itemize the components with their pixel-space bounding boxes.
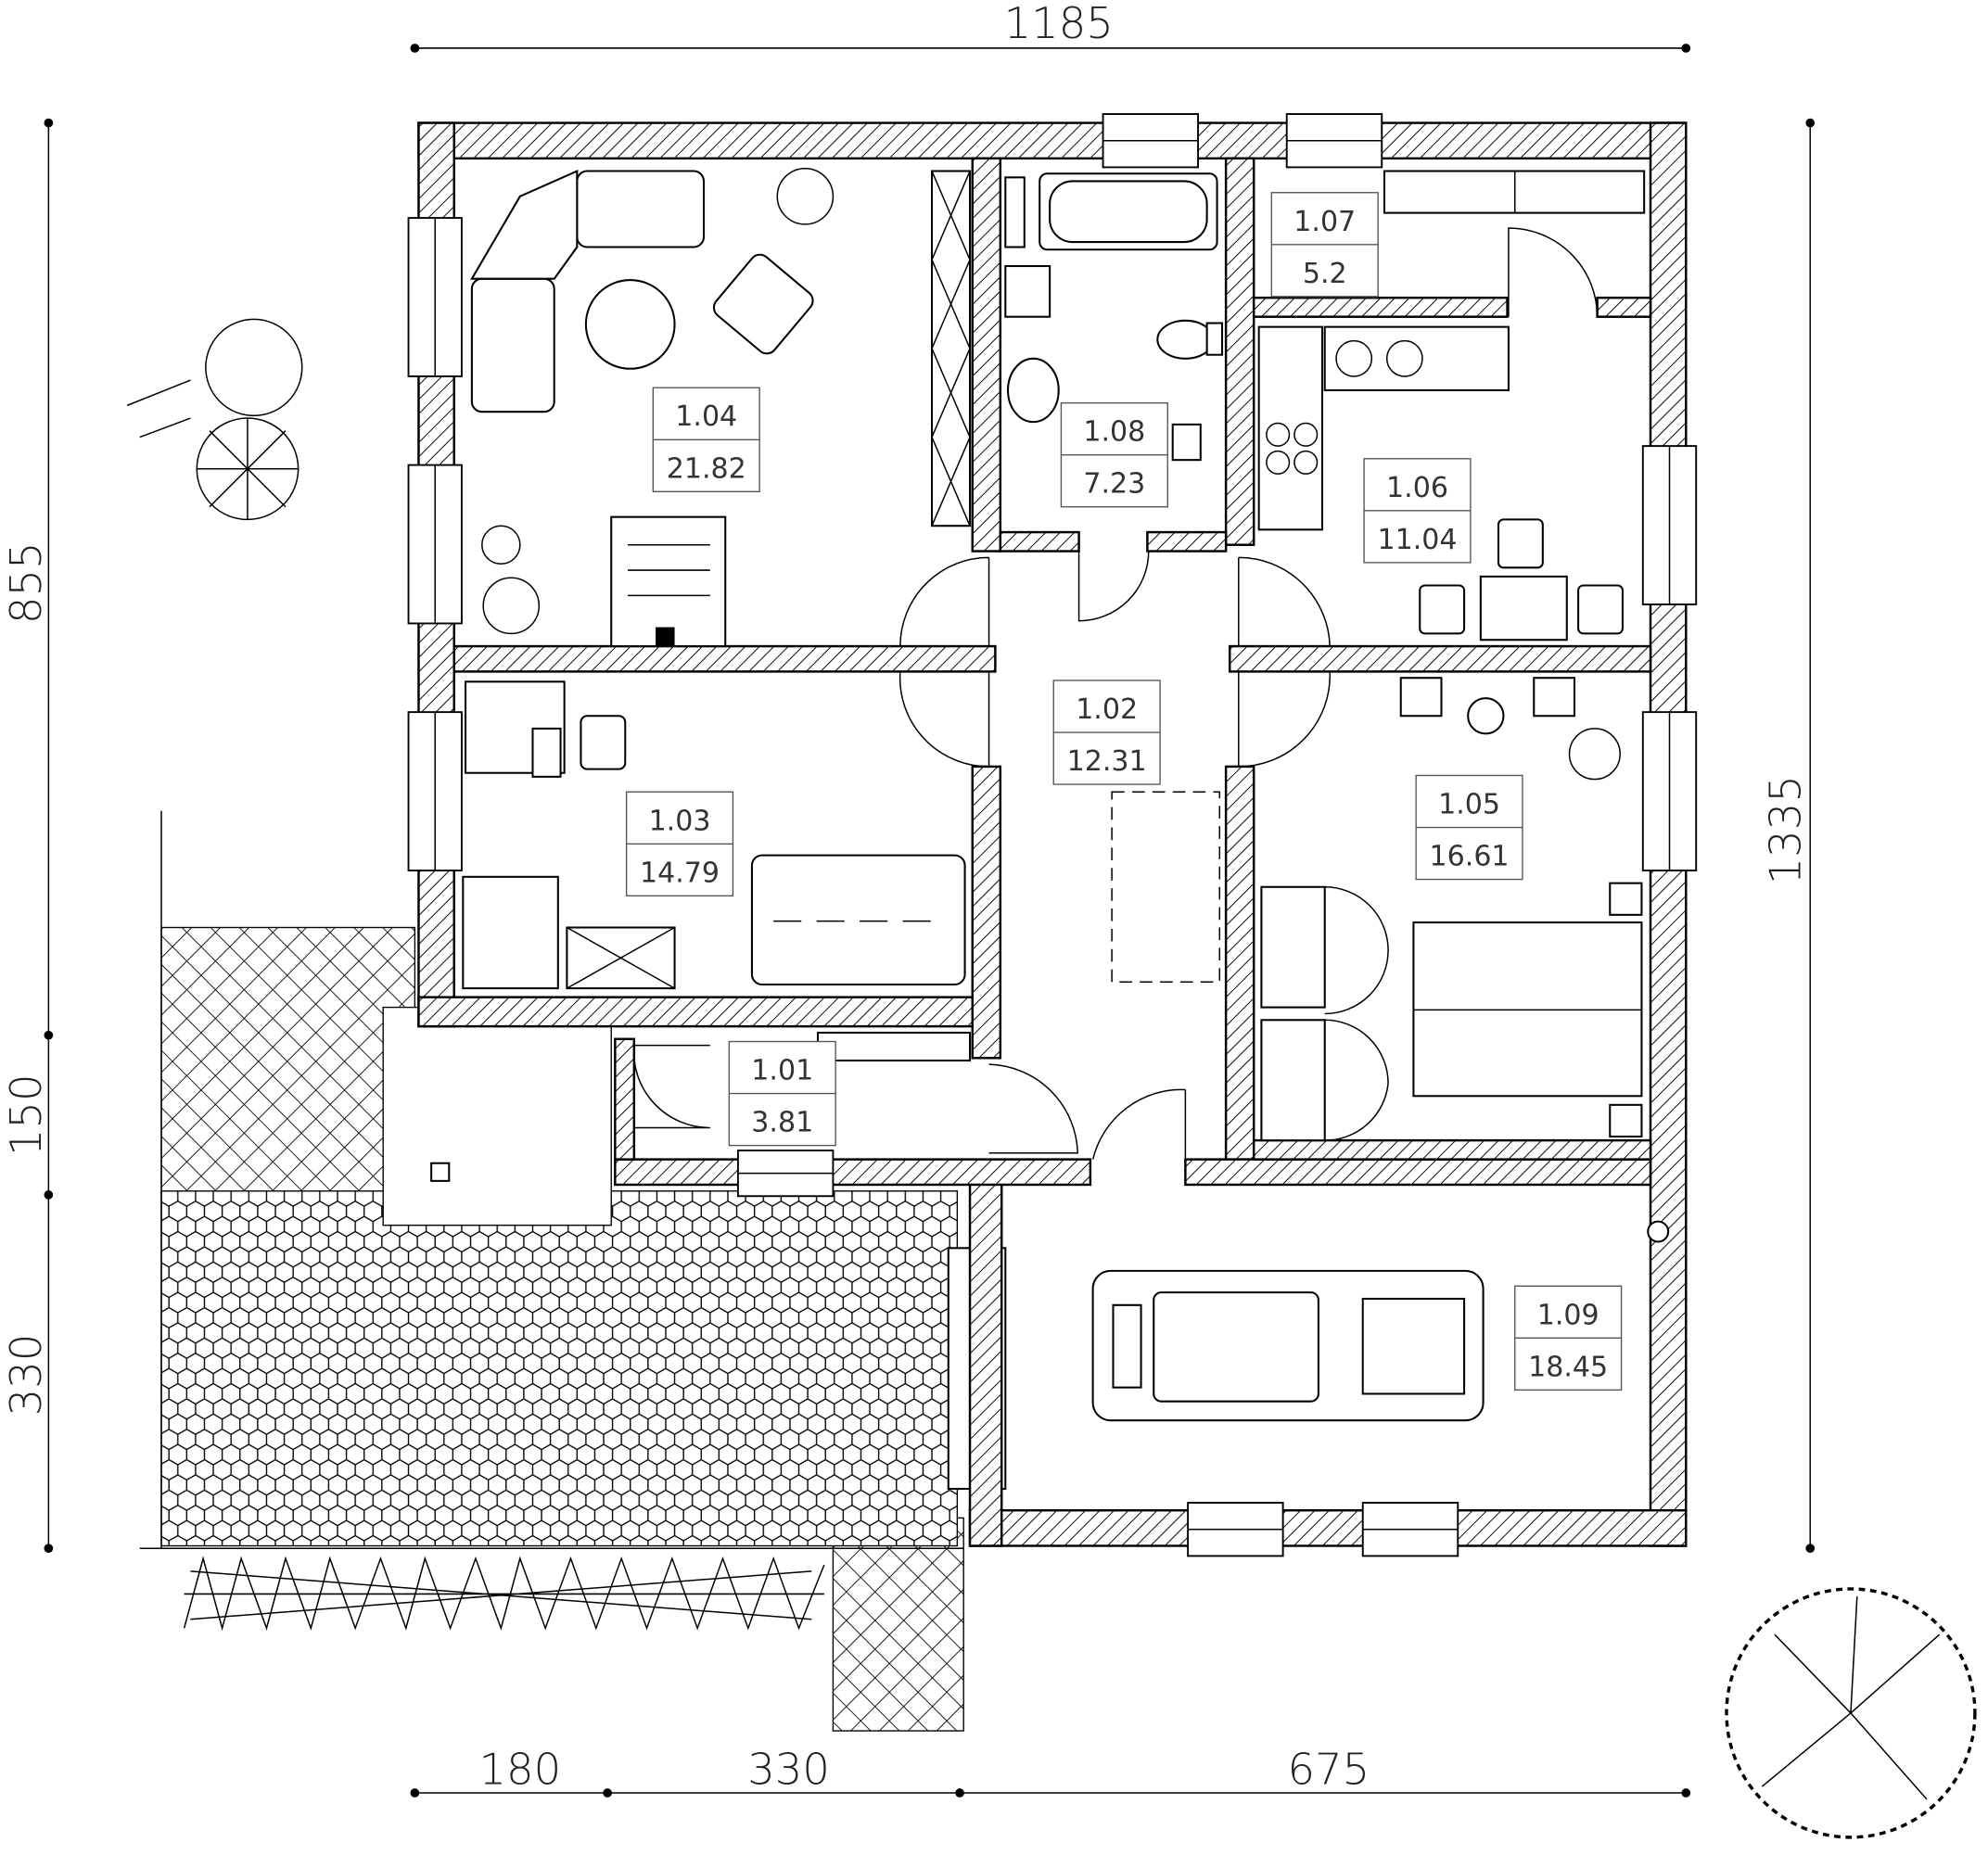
- dimension-bottom-3: 675: [1287, 1744, 1370, 1794]
- dimension-left-3: 330: [1, 1334, 51, 1417]
- dimension-right: 1335: [1760, 775, 1810, 884]
- garage-drain: [1647, 1220, 1670, 1243]
- dimension-bottom-1: 180: [478, 1744, 561, 1794]
- porch: [382, 1006, 612, 1226]
- room-label-1.09: 1.09 18.45: [1514, 1285, 1623, 1391]
- bedroom-furniture: [1260, 677, 1643, 1142]
- hall-rug: [1111, 791, 1221, 984]
- room-label-1.02: 1.02 12.31: [1052, 680, 1161, 785]
- svg-text:1.01: 1.01: [751, 1055, 813, 1087]
- svg-text:14.79: 14.79: [640, 857, 720, 889]
- porch-light: [430, 1162, 451, 1182]
- room-label-1.06: 1.06 11.04: [1363, 458, 1472, 564]
- tree-top-left: [126, 318, 303, 521]
- bathroom-fixtures: [1004, 172, 1224, 462]
- living-room-furniture: [470, 168, 972, 648]
- room-label-1.08: 1.08 7.23: [1060, 401, 1168, 508]
- room-label-1.05: 1.05 16.61: [1415, 774, 1523, 881]
- svg-text:18.45: 18.45: [1528, 1351, 1608, 1383]
- svg-text:3.81: 3.81: [751, 1107, 813, 1139]
- dimension-bottom-2: 330: [747, 1744, 830, 1794]
- svg-text:1.02: 1.02: [1076, 693, 1138, 726]
- svg-text:12.31: 12.31: [1067, 745, 1147, 778]
- svg-text:1.07: 1.07: [1293, 206, 1356, 238]
- room-label-1.01: 1.01 3.81: [728, 1040, 836, 1147]
- svg-text:11.04: 11.04: [1377, 524, 1457, 556]
- dimension-lines: [44, 44, 1816, 1798]
- room-label-1.07: 1.07 5.2: [1270, 192, 1379, 298]
- svg-text:7.23: 7.23: [1083, 468, 1145, 501]
- svg-text:1.06: 1.06: [1386, 472, 1448, 504]
- doors: [632, 227, 1599, 1160]
- svg-text:21.82: 21.82: [667, 452, 746, 485]
- windows: [407, 113, 1698, 1557]
- terrace-paving: [160, 1190, 959, 1547]
- dimension-left-2: 150: [1, 1074, 51, 1156]
- svg-text:1.03: 1.03: [649, 805, 711, 837]
- svg-text:5.2: 5.2: [1303, 258, 1347, 290]
- dimension-top: 1185: [1004, 0, 1114, 48]
- svg-text:1.09: 1.09: [1537, 1299, 1599, 1331]
- dimension-left-1: 855: [1, 541, 51, 624]
- shrub-hedge: [183, 1556, 825, 1632]
- kitchen-fixtures: [1257, 170, 1646, 642]
- paving-crosshatch-bottom: [832, 1517, 964, 1732]
- tree-bottom-right: [1725, 1587, 1977, 1839]
- study-furniture: [462, 680, 966, 990]
- svg-text:1.08: 1.08: [1083, 416, 1145, 449]
- svg-text:1.05: 1.05: [1438, 788, 1500, 820]
- car: [1091, 1269, 1485, 1422]
- svg-text:16.61: 16.61: [1430, 841, 1510, 873]
- paving-crosshatch-left: [160, 926, 416, 1230]
- svg-text:1.04: 1.04: [675, 400, 737, 433]
- room-label-1.04: 1.04 21.82: [652, 387, 760, 493]
- wardrobe: [816, 1031, 972, 1062]
- room-label-1.03: 1.03 14.79: [625, 791, 734, 897]
